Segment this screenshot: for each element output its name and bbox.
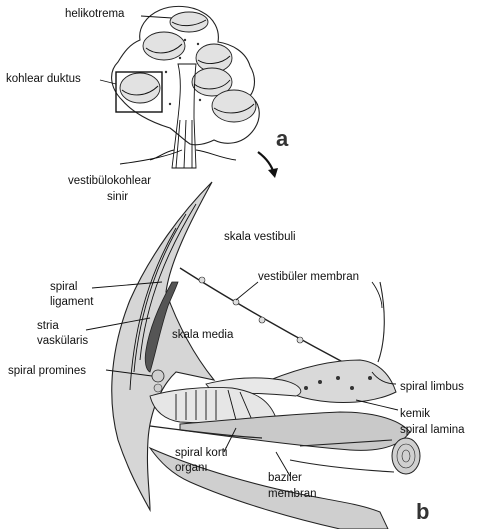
label-baziler-membran: membran — [268, 488, 317, 500]
panel-a-illustration — [112, 6, 278, 178]
label-vestibulokohlear-2: sinir — [107, 191, 128, 203]
label-stria-2: vaskülaris — [37, 335, 88, 347]
label-organi: organı — [175, 462, 208, 474]
label-baziler: baziler — [268, 472, 302, 484]
vestibuler-membran — [180, 268, 362, 372]
cochlea-turn-upper-left — [143, 32, 185, 60]
label-spiral-ligament-1: spiral — [50, 281, 77, 293]
label-kohlear-duktus: kohlear duktus — [6, 73, 81, 85]
cochlea-turn-basal-right — [212, 90, 256, 122]
label-spiral-limbus: spiral limbus — [400, 381, 464, 393]
label-spiral-promines: spiral promines — [8, 365, 86, 377]
cochlea-turn-middle-left — [120, 73, 160, 103]
panel-letter-a: a — [276, 126, 289, 151]
label-spiral-ligament-2: ligament — [50, 296, 94, 308]
nerve-bundle-end — [392, 438, 420, 474]
label-vestibuler-membran: vestibüler membran — [258, 271, 359, 283]
label-spiral-korti: spiral korti — [175, 447, 227, 459]
label-skala-vestibuli: skala vestibuli — [224, 231, 296, 243]
panel-letter-b: b — [416, 499, 429, 524]
label-spiral-lamina: spiral lamina — [400, 424, 465, 436]
label-helikotrema: helikotrema — [65, 8, 125, 20]
label-stria-1: stria — [37, 320, 59, 332]
label-vestibulokohlear-1: vestibülokohlear — [68, 175, 151, 187]
label-kemik: kemik — [400, 408, 430, 420]
label-skala-media: skala media — [172, 329, 234, 341]
spiral-limbus-region — [270, 360, 396, 403]
spiral-promines — [152, 370, 164, 382]
